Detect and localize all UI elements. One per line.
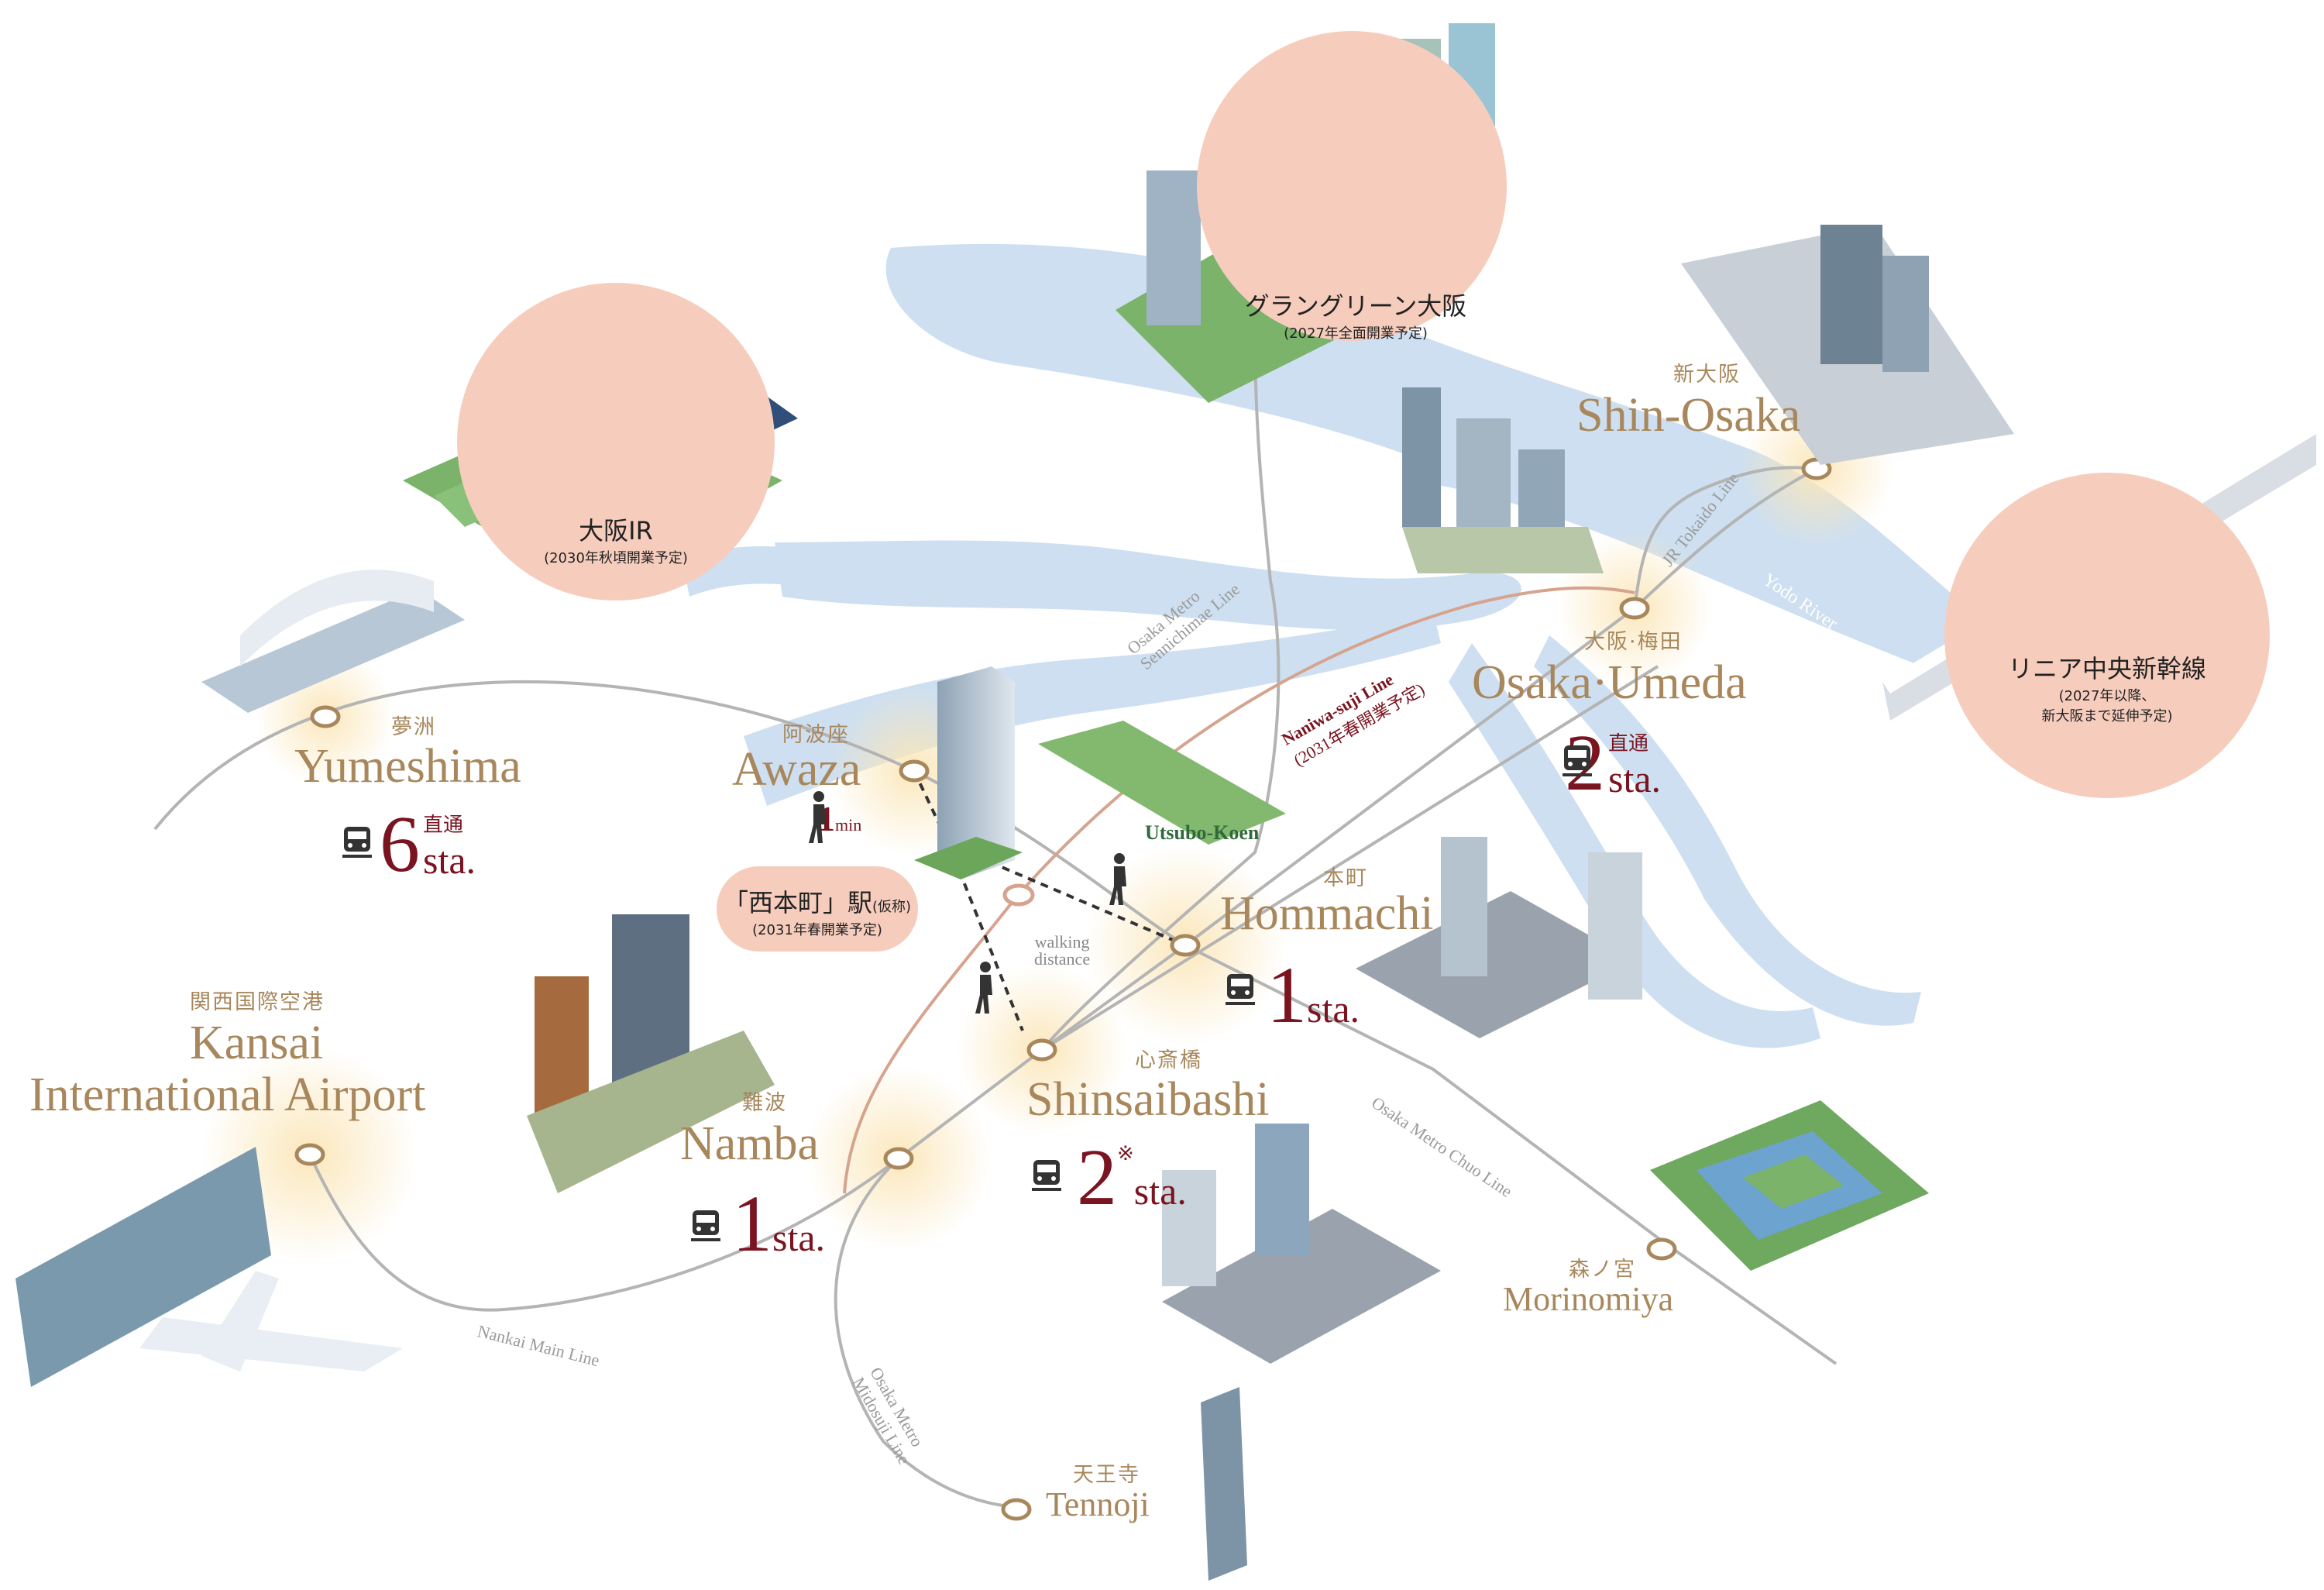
walking-person-icon: [1109, 853, 1126, 905]
nishihonmachi-bubble: [717, 866, 918, 952]
train-icon: [342, 827, 372, 858]
yumeshima-count-num: 6: [380, 800, 420, 889]
shinsaibashi-count-num: 2: [1077, 1133, 1117, 1222]
osaka-ir-title: 大阪IR: [579, 516, 653, 545]
grand-green-title: グラングリーン大阪: [1244, 291, 1467, 321]
walking-line2: distance: [1034, 949, 1091, 969]
tennoji-jp: 天王寺: [1073, 1463, 1140, 1487]
train-icon: [691, 1210, 720, 1241]
nishihonmachi-marker: [1002, 883, 1035, 907]
hommachi-en: Hommachi: [1220, 887, 1434, 940]
osaka-umeda-note: 直通: [1608, 732, 1649, 755]
nishihonmachi-title-small: (仮称): [871, 899, 912, 915]
namba-en: Namba: [680, 1117, 820, 1170]
awaza-walk-unit: min: [835, 815, 862, 835]
nishihonmachi-caption: 「西本町」駅(仮称) (2031年春開業予定): [717, 883, 918, 939]
hommachi-jp: 本町: [1323, 866, 1368, 890]
yumeshima-count: 6 直通 sta.: [380, 798, 476, 890]
shinsaibashi-mark: ※: [1117, 1142, 1134, 1165]
osaka-ir-sub: (2030年秋頃開業予定): [544, 550, 688, 566]
osaka-castle-illustration: [1650, 1100, 1929, 1271]
kansai-en-line2: International Airport: [29, 1069, 426, 1121]
tokaido-line: [1633, 466, 1817, 609]
osaka-ir-bubble: [457, 283, 775, 601]
morinomiya-jp: 森ノ宮: [1569, 1258, 1636, 1282]
osaka-umeda-en: Osaka·Umeda: [1472, 656, 1747, 709]
train-icon: [1563, 745, 1592, 776]
yumeshima-jp: 夢洲: [391, 715, 436, 739]
yumeshima-en: Yumeshima: [294, 740, 521, 793]
walking-person-icon: [975, 962, 992, 1014]
hommachi-count-num: 1: [1267, 951, 1307, 1040]
kansai-en-line1: Kansai: [190, 1017, 324, 1069]
linear-caption: リニア中央新幹線 (2027年以降、 新大阪まで延伸予定): [1960, 649, 2254, 725]
osaka-umeda-jp: 大阪·梅田: [1584, 630, 1683, 654]
awaza-tower: [914, 666, 1023, 879]
shin-osaka-en: Shin-Osaka: [1576, 389, 1801, 442]
osaka-ir-caption: 大阪IR (2030年秋頃開業予定): [496, 511, 736, 567]
shin-osaka-jp: 新大阪: [1673, 363, 1741, 387]
utsubo-koen-label: Utsubo-Koen: [1145, 821, 1260, 844]
osaka-umeda-count: 2 直通 sta.: [1565, 717, 1661, 809]
hommachi-illustration: [1356, 837, 1642, 1038]
osaka-umeda-unit: sta.: [1608, 757, 1662, 800]
yumeshima-unit: sta.: [423, 838, 476, 882]
linear-sub2: 新大阪まで延伸予定): [2041, 708, 2173, 724]
linear-bubble: [1944, 473, 2270, 798]
namba-count-num: 1: [732, 1179, 772, 1268]
shinsaibashi-unit: sta.: [1133, 1169, 1187, 1213]
namba-count: 1sta.: [732, 1178, 825, 1270]
tennoji-en: Tennoji: [1046, 1485, 1150, 1523]
namba-illustration: [527, 914, 775, 1193]
linear-sub1: (2027年以降、: [2058, 688, 2156, 704]
grand-green-sub: (2027年全面開業予定): [1284, 325, 1428, 342]
awaza-en: Awaza: [732, 743, 861, 796]
walking-person-icon: [809, 791, 826, 843]
awaza-jp: 阿波座: [782, 723, 850, 747]
shinsaibashi-count: 2※ sta.: [1077, 1131, 1187, 1223]
hommachi-count: 1sta.: [1267, 949, 1360, 1041]
train-icon: [1226, 974, 1255, 1005]
hommachi-unit: sta.: [1307, 987, 1360, 1031]
walking-distance-label: walking distance: [1034, 934, 1090, 968]
namba-unit: sta.: [772, 1216, 826, 1259]
utsubo-park: [1038, 721, 1286, 845]
namba-jp: 難波: [742, 1091, 787, 1115]
yumeshima-illustration: [201, 570, 465, 713]
morinomiya-en: Morinomiya: [1503, 1280, 1673, 1318]
umeda-illustration: [1402, 387, 1604, 573]
shinsaibashi-en: Shinsaibashi: [1026, 1073, 1270, 1126]
kansai-illustration: [15, 1147, 403, 1387]
train-icon: [1032, 1160, 1061, 1191]
grand-green-caption: グラングリーン大阪 (2027年全面開業予定): [1208, 287, 1503, 342]
yumeshima-note: 直通: [423, 814, 464, 836]
grand-green-bubble: [1197, 31, 1507, 341]
rail-lines: [153, 332, 1838, 1509]
shinsaibashi-illustration: [1162, 1124, 1441, 1364]
nishihonmachi-title: 「西本町」駅: [723, 888, 872, 917]
tennoji-illustration: [1201, 1387, 1247, 1581]
station-markers: [294, 457, 1832, 1521]
nishihonmachi-sub: (2031年春開業予定): [752, 922, 882, 938]
shin-osaka-illustration: [1681, 225, 2014, 465]
linear-title: リニア中央新幹線: [2007, 654, 2206, 683]
shinsaibashi-jp: 心斎橋: [1135, 1048, 1202, 1072]
walking-line1: walking: [1034, 932, 1090, 952]
kansai-jp: 関西国際空港: [190, 990, 325, 1014]
